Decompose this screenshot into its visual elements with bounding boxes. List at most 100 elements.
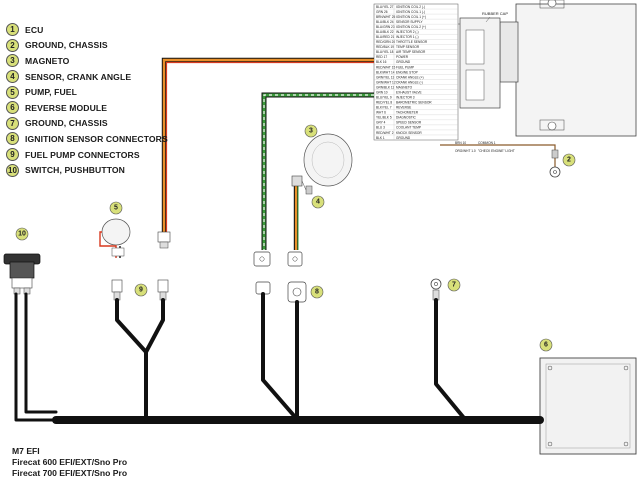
pin-code: RED/BLK 19 xyxy=(376,45,394,49)
pin-code: BRN/WHT 25 xyxy=(376,15,395,19)
pin-code: BLU/YEL 18 xyxy=(376,50,394,54)
callout-6-label: 6 xyxy=(544,342,548,349)
legend-label: IGNITION SENSOR CONNECTORS xyxy=(25,133,168,144)
pin-description: INJECTOR 1 (-) xyxy=(396,35,419,39)
fuel-pump xyxy=(99,218,131,258)
ecu-connector: RUBBER CAP xyxy=(456,11,508,109)
callout-7-label: 7 xyxy=(452,282,456,289)
callout-9: 9 xyxy=(134,283,148,297)
pin-description: ENGINE STOP xyxy=(396,70,418,74)
pin-description: POWER xyxy=(396,55,409,59)
pin-code: RED/YEL 8 xyxy=(376,101,392,105)
callout-4: 4 xyxy=(311,195,325,209)
callout-2-label: 2 xyxy=(567,157,571,164)
callout-9-label: 9 xyxy=(139,287,143,294)
pin-description: IGNITION COIL 2 (+) xyxy=(396,25,426,29)
legend-item: 6 REVERSE MODULE xyxy=(6,100,206,116)
legend-number-badge: 9 xyxy=(6,148,19,162)
legend-number-badge: 1 xyxy=(6,23,19,37)
pin-code: RED/GRN 20 xyxy=(376,40,395,44)
side-note-desc: COMMON 1 xyxy=(478,141,496,145)
pushbutton-switch xyxy=(3,253,41,295)
fuel-pump-ecu-connector xyxy=(157,231,171,249)
pin-code: WHT 6 xyxy=(376,111,386,115)
magneto xyxy=(303,133,353,187)
pin-code: BLK 16 xyxy=(376,60,387,64)
pin-description: GROUND xyxy=(396,60,411,64)
pin-description: BAROMETRIC SENSOR xyxy=(396,101,432,105)
callout-3-label: 3 xyxy=(309,128,313,135)
legend-number-badge: 3 xyxy=(6,54,19,68)
legend-item: 4 SENSOR, CRANK ANGLE xyxy=(6,69,206,85)
pin-code: GRN/BLK 11 xyxy=(376,85,394,89)
legend-item: 3 MAGNETO xyxy=(6,53,206,69)
pin-description: THROTTLE SENSOR xyxy=(396,40,428,44)
pin-code: GRN 10 xyxy=(376,90,388,94)
legend-item: 1 ECU xyxy=(6,22,206,38)
caption-line-3: Firecat 700 EFI/EXT/Sno Pro xyxy=(12,468,128,478)
pin-code: GRN/YEL 13 xyxy=(376,75,395,79)
pin-description: SPEED SENSOR xyxy=(396,121,422,125)
crank-sensor-wire xyxy=(261,92,374,250)
callout-5-label: 5 xyxy=(114,205,118,212)
pin-code: BLU/YEL 9 xyxy=(376,96,392,100)
legend-label: MAGNETO xyxy=(25,55,70,66)
caption-line-1: M7 EFI xyxy=(12,446,40,456)
pin-code: BLU/YEL 27 xyxy=(376,5,394,9)
pin-code: BLU/BLK 22 xyxy=(376,30,394,34)
pin-code: RED 17 xyxy=(376,55,387,59)
pin-description: TEMP SENSOR xyxy=(396,45,420,49)
pin-description: COOLANT TEMP xyxy=(396,126,421,130)
pin-description: CRANK ANGLE (-) xyxy=(396,80,423,84)
legend-number-badge: 6 xyxy=(6,101,19,115)
pin-code: BLU/BLK 24 xyxy=(376,20,394,24)
callout-8: 8 xyxy=(310,285,324,299)
side-note-code: BRN 10 xyxy=(455,141,466,145)
pin-code: BLU/GRN 23 xyxy=(376,25,395,29)
legend-label: ECU xyxy=(25,24,44,35)
pin-code: GRY 4 xyxy=(376,121,386,125)
legend-label: SENSOR, CRANK ANGLE xyxy=(25,71,132,82)
pin-description: KNOCK SENSOR xyxy=(396,131,422,135)
pin-description: AIR TEMP SENSOR xyxy=(396,50,426,54)
reverse-module xyxy=(539,357,637,455)
legend-label: FUEL PUMP CONNECTORS xyxy=(25,149,140,160)
legend-item: 9 FUEL PUMP CONNECTORS xyxy=(6,147,206,163)
fuel-pump-harness-connectors xyxy=(111,279,169,301)
legend-label: GROUND, CHASSIS xyxy=(25,118,108,129)
pin-code: BLK 1 xyxy=(376,136,385,140)
rubber-cap-label: RUBBER CAP xyxy=(482,11,508,16)
callout-6: 6 xyxy=(539,338,553,352)
callout-3: 3 xyxy=(304,124,318,138)
legend-item: 8 IGNITION SENSOR CONNECTORS xyxy=(6,131,206,147)
callout-10: 10 xyxy=(15,227,29,241)
side-note-desc: "CHECK ENGINE" LIGHT xyxy=(478,149,515,153)
legend-number-badge: 10 xyxy=(6,163,19,177)
pin-code: BLU 3 xyxy=(376,126,385,130)
pin-description: REVERSE xyxy=(396,106,411,110)
pin-code: GRN 26 xyxy=(376,10,388,14)
side-note-code: ORG/WHT 1.0 xyxy=(455,149,476,153)
model-caption: M7 EFI Firecat 600 EFI/EXT/Sno Pro Firec… xyxy=(12,446,127,479)
legend-label: REVERSE MODULE xyxy=(25,102,108,113)
legend-number-badge: 4 xyxy=(6,70,19,84)
legend-number-badge: 2 xyxy=(6,38,19,52)
ground-chassis-2 xyxy=(440,144,561,178)
main-harness xyxy=(14,292,544,424)
legend-number-badge: 8 xyxy=(6,132,19,146)
pin-description: SENSOR SUPPLY xyxy=(396,20,424,24)
legend-label: SWITCH, PUSHBUTTON xyxy=(25,165,125,176)
pin-code: RED/WHT 15 xyxy=(376,65,395,69)
callout-2: 2 xyxy=(562,153,576,167)
pin-code: BLU/RED 21 xyxy=(376,35,394,39)
legend-item: 10 SWITCH, PUSHBUTTON xyxy=(6,162,206,178)
legend-number-badge: 5 xyxy=(6,85,19,99)
pin-description: FUEL PUMP xyxy=(396,65,414,69)
ground-chassis-7 xyxy=(430,278,442,301)
pin-code: RED/WHT 2 xyxy=(376,131,394,135)
